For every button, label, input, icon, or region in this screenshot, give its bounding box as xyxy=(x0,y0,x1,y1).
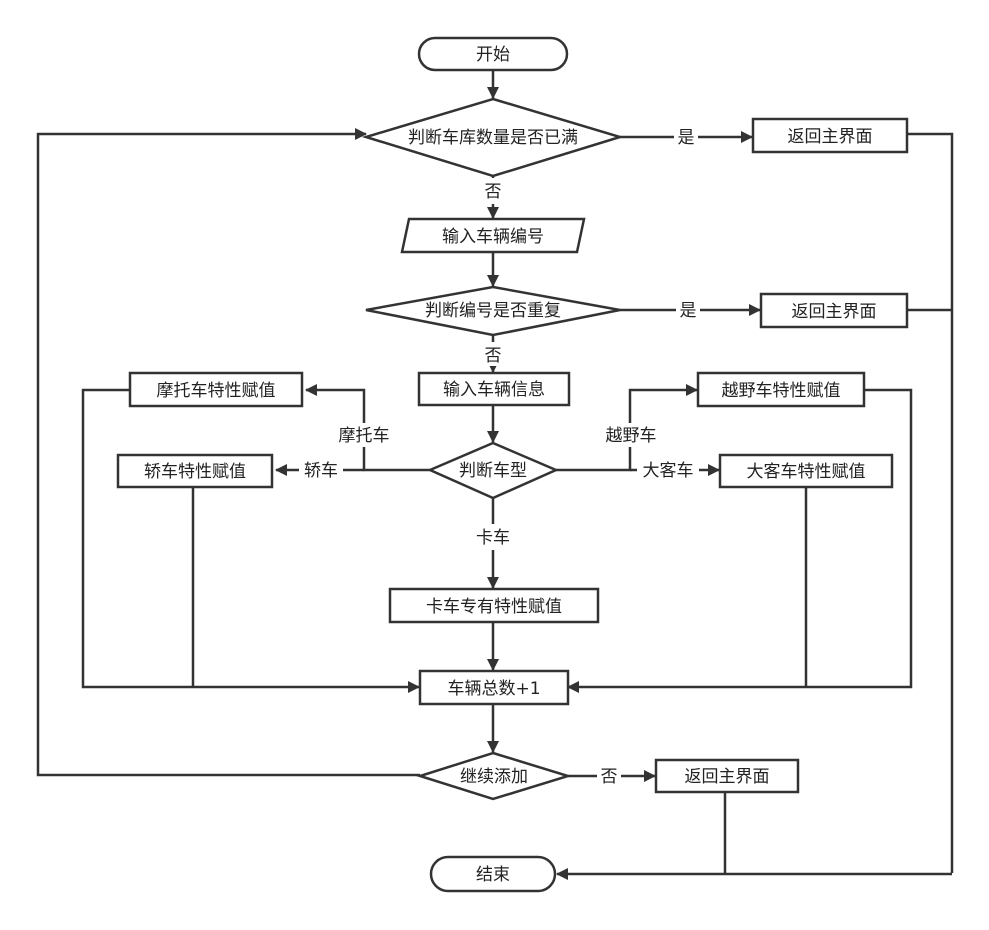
label-type-offroad: 越野车 xyxy=(606,426,657,446)
truck-attrs-label: 卡车专有特性赋值 xyxy=(426,597,562,617)
label-type-bus: 大客车 xyxy=(643,461,694,481)
total-count-node: 车辆总数+1 xyxy=(418,669,570,706)
edge-continue-yes-loop xyxy=(36,128,420,777)
moto-attrs-node: 摩托车特性赋值 xyxy=(128,371,304,408)
input-vehicle-id-node: 输入车辆编号 xyxy=(400,217,586,254)
label-type-truck: 卡车 xyxy=(476,528,510,548)
bus-attrs-label: 大客车特性赋值 xyxy=(747,462,866,482)
offroad-attrs-node: 越野车特性赋值 xyxy=(696,371,866,408)
end-node-label: 结束 xyxy=(476,865,510,885)
bus-attrs-node: 大客车特性赋值 xyxy=(718,453,894,489)
label-type-moto: 摩托车 xyxy=(339,426,390,446)
start-node: 开始 xyxy=(417,36,569,72)
total-count-label: 车辆总数+1 xyxy=(447,679,540,699)
label-type-sedan: 轿车 xyxy=(304,461,338,481)
return-main-node-2: 返回主界面 xyxy=(759,292,909,329)
edge-moto-to-total xyxy=(81,388,420,693)
continue-add-decision: 继续添加 xyxy=(415,751,573,801)
check-full-decision-label: 判断车库数量是否已满 xyxy=(408,128,578,148)
edge-return1-to-bus xyxy=(907,132,954,873)
sedan-attrs-node: 轿车特性赋值 xyxy=(116,453,274,489)
label-full-yes: 是 xyxy=(678,128,695,148)
label-dup-no: 否 xyxy=(485,346,502,366)
continue-add-label: 继续添加 xyxy=(460,767,528,787)
input-vehicle-info-node: 输入车辆信息 xyxy=(417,371,571,407)
check-vehicle-type-decision: 判断车型 xyxy=(426,441,560,500)
check-duplicate-decision: 判断编号是否重复 xyxy=(365,285,621,337)
nodes: 开始 判断车库数量是否已满 返回主界面 输入车辆编号 判断编号是否重复 返回主界… xyxy=(116,36,909,893)
truck-attrs-node: 卡车专有特性赋值 xyxy=(388,587,600,624)
input-vehicle-id-label: 输入车辆编号 xyxy=(442,227,544,247)
offroad-attrs-label: 越野车特性赋值 xyxy=(722,381,841,401)
end-node: 结束 xyxy=(429,855,557,893)
return-main-node-1: 返回主界面 xyxy=(751,117,909,154)
sedan-attrs-label: 轿车特性赋值 xyxy=(144,462,246,482)
check-vehicle-type-label: 判断车型 xyxy=(459,461,527,481)
return-main-node-2-label: 返回主界面 xyxy=(792,302,877,322)
return-main-node-1-label: 返回主界面 xyxy=(788,127,873,147)
label-full-no: 否 xyxy=(485,182,502,202)
label-dup-yes: 是 xyxy=(680,301,697,321)
return-main-node-3-label: 返回主界面 xyxy=(685,767,770,787)
return-main-node-3: 返回主界面 xyxy=(654,758,800,794)
label-continue-no: 否 xyxy=(601,767,618,787)
start-node-label: 开始 xyxy=(476,45,510,65)
check-full-decision: 判断车库数量是否已满 xyxy=(361,97,625,178)
moto-attrs-label: 摩托车特性赋值 xyxy=(157,381,276,401)
edge-labels: 是 否 是 否 摩托车 轿车 越野车 大客车 卡车 否 xyxy=(299,125,700,788)
check-duplicate-decision-label: 判断编号是否重复 xyxy=(425,301,561,321)
edge-offroad-to-total xyxy=(567,388,913,693)
input-vehicle-info-label: 输入车辆信息 xyxy=(443,380,545,400)
